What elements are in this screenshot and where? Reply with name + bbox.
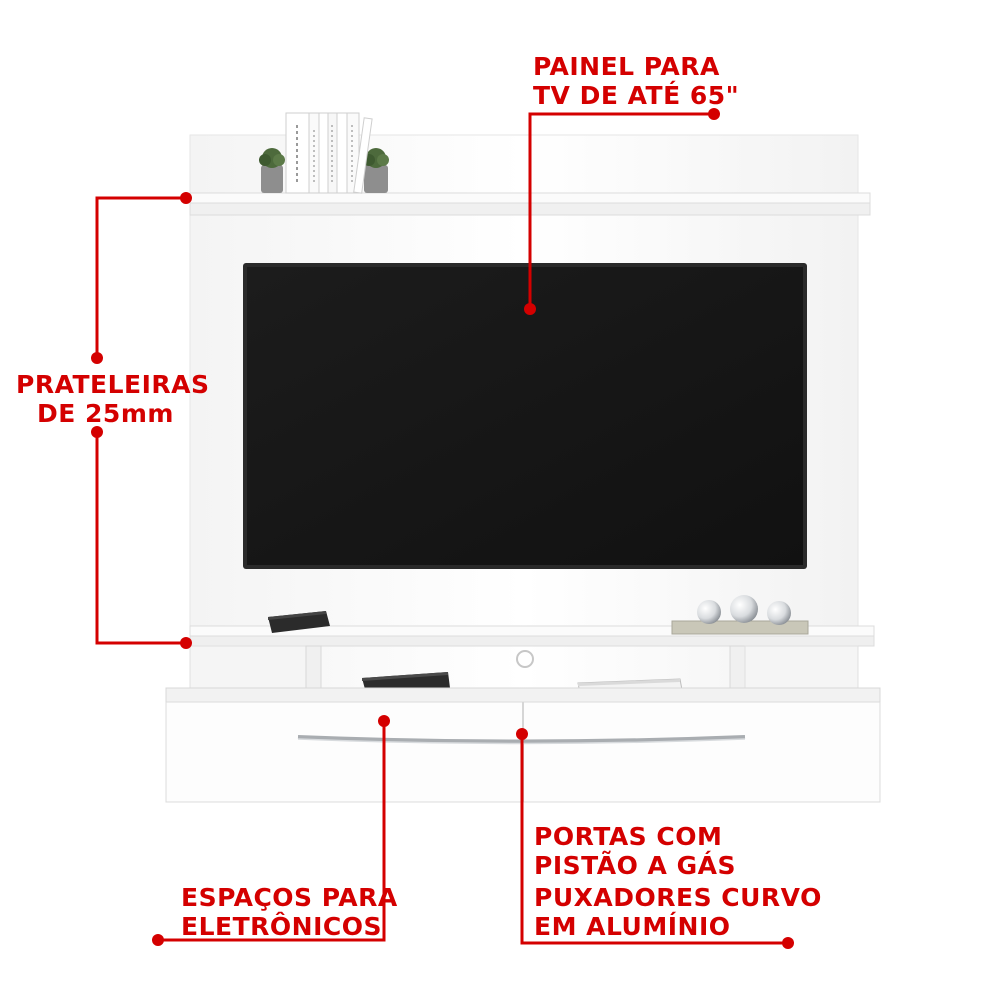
- callout-line-prateleiras-bottom: [95, 432, 186, 645]
- callout-painel-line2: TV DE ATÉ 65": [533, 81, 740, 110]
- callout-painel: PAINEL PARA TV DE ATÉ 65": [533, 52, 739, 110]
- callout-portas-line1: PORTAS COM: [534, 822, 723, 851]
- callout-puxadores-line2: EM ALUMÍNIO: [534, 912, 731, 941]
- callout-prateleiras-line2: DE 25mm: [37, 399, 174, 428]
- callout-portas-line2: PISTÃO A GÁS: [534, 851, 736, 880]
- callout-line-prateleiras-top: [95, 196, 186, 358]
- callout-line-portas: [520, 734, 788, 945]
- callout-line-painel: [528, 112, 714, 309]
- speaker-icon: [268, 611, 330, 633]
- callout-espacos: ESPAÇOS PARA ELETRÔNICOS: [181, 883, 398, 941]
- callout-espacos-line1: ESPAÇOS PARA: [181, 883, 398, 912]
- potted-plant-icon: [363, 148, 389, 193]
- cable-hole: [516, 650, 534, 668]
- callout-prateleiras-line1: PRATELEIRAS: [16, 370, 210, 399]
- callout-espacos-line2: ELETRÔNICOS: [181, 912, 382, 941]
- decorative-spheres-icon: [671, 595, 809, 635]
- callout-painel-line1: PAINEL PARA: [533, 52, 720, 81]
- callout-puxadores-line1: PUXADORES CURVO: [534, 883, 822, 912]
- potted-plant-icon: [259, 148, 285, 193]
- book-stack-icon: [285, 112, 373, 194]
- tv-screen-icon: [243, 263, 807, 569]
- callout-portas: PORTAS COM PISTÃO A GÁS: [534, 822, 736, 880]
- shelf-uprights: [189, 645, 859, 691]
- callout-prateleiras: PRATELEIRAS DE 25mm: [16, 370, 210, 428]
- callout-dots: [91, 108, 794, 949]
- callout-lines: [95, 112, 788, 945]
- callout-puxadores: PUXADORES CURVO EM ALUMÍNIO: [534, 883, 822, 941]
- callout-line-espacos: [158, 721, 386, 942]
